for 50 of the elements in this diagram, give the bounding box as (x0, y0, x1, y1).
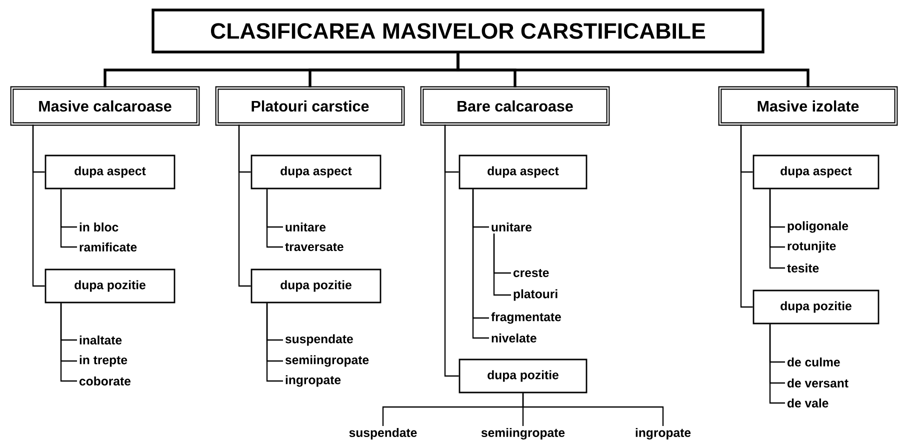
item-label: ramificate (80, 242, 137, 252)
item-label: rotunjite (788, 241, 836, 253)
criterion-box: dupa pozitie (44, 268, 176, 304)
item-label: suspendate (285, 334, 353, 346)
connector-line (238, 124, 251, 287)
connector-line (769, 189, 785, 269)
criterion-box: dupa aspect (752, 154, 880, 190)
category-box: Platouri carstice (215, 86, 405, 126)
item-label: in trepte (80, 355, 128, 367)
item-label: fragmentate (491, 312, 561, 324)
item-label: creste (513, 268, 549, 278)
item-label: unitare (286, 222, 326, 232)
criterion-box: dupa aspect (250, 154, 382, 190)
connector-line (456, 53, 810, 88)
item-label: semiingropate (285, 355, 369, 367)
criterion-box: dupa aspect (458, 154, 588, 190)
connector-line (769, 324, 785, 404)
connector-line (493, 234, 511, 296)
criterion-box: dupa pozitie (458, 358, 588, 394)
item-label: suspendate (349, 428, 417, 440)
item-label: de culme (788, 358, 840, 367)
criterion-box: dupa pozitie (250, 268, 382, 304)
item-label: traversate (285, 242, 344, 252)
item-label: platouri (514, 289, 558, 301)
item-label: de versant (788, 378, 848, 388)
connector-line (266, 189, 283, 248)
item-label: inaltate (80, 336, 122, 345)
item-label: poligonale (788, 221, 848, 233)
criterion-box: dupa pozitie (752, 290, 880, 324)
connector-line (522, 393, 664, 426)
connector-line (740, 124, 753, 308)
criterion-box: dupa aspect (44, 154, 176, 190)
connector-line (444, 124, 459, 377)
item-label: ingropate (286, 375, 341, 387)
category-box: Masive izolate (718, 86, 898, 126)
item-label: unitare (492, 222, 532, 232)
connector-line (60, 303, 77, 382)
item-label: coborate (79, 376, 131, 386)
connector-line (266, 303, 283, 382)
item-label: tesite (787, 264, 819, 273)
category-box: Masive calcaroase (10, 86, 200, 126)
connector-line (32, 124, 45, 287)
item-label: nivelate (492, 334, 536, 343)
item-label: ingropate (636, 428, 691, 440)
category-box: Bare calcaroase (420, 86, 610, 126)
item-label: in bloc (80, 222, 118, 232)
connector-line (60, 189, 77, 248)
title-box: CLASIFICAREA MASIVELOR CARSTIFICABILE (152, 8, 764, 54)
item-label: de vale (788, 398, 828, 408)
item-label: semiingropate (481, 428, 565, 440)
